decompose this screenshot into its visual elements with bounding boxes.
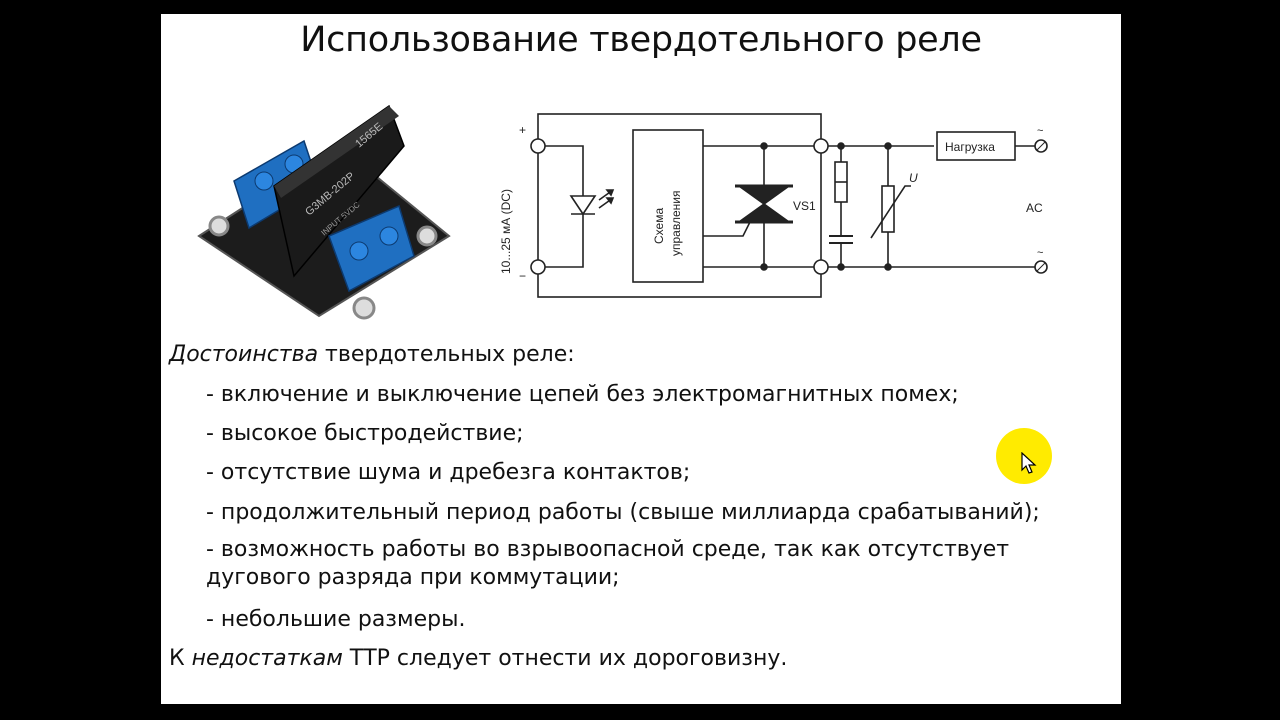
output-terminal-1: [813, 138, 829, 154]
triac-symbol: [736, 185, 792, 205]
disadvantages-emphasis: недостаткам: [191, 646, 343, 671]
input-terminal-minus: [530, 259, 546, 275]
advantage-item: - возможность работы во взрывоопасной ср…: [206, 537, 1010, 590]
advantage-item: - продолжительный период работы (свыше м…: [206, 500, 1040, 525]
advantage-item: - небольшие размеры.: [206, 607, 466, 632]
advantages-heading-rest: твердотельных реле:: [318, 342, 575, 367]
ac-label: AC: [1026, 201, 1043, 215]
advantages-heading: Достоинства твердотельных реле:: [169, 342, 575, 367]
varistor-label: U: [909, 171, 918, 185]
relay-boundary: [537, 113, 822, 298]
minus-sign: −: [519, 269, 526, 283]
ssr-circuit-diagram: + − 10...25 мА (DC) Схема управления VS1: [499, 113, 1048, 298]
control-label-line2: управления: [669, 191, 683, 256]
advantage-item: - высокое быстродействие;: [206, 421, 524, 446]
relay-module-image: G3MB-202P 1565E INPUT 5VDC: [197, 104, 451, 320]
advantages-emphasis: Достоинства: [169, 342, 319, 367]
ac-tilde-2: ~: [1037, 247, 1043, 259]
output-terminal-2: [813, 259, 829, 275]
advantage-item: - включение и выключение цепей без элект…: [206, 382, 959, 407]
triac-label: VS1: [793, 199, 816, 213]
control-label-line1: Схема: [652, 208, 666, 244]
mouse-pointer-icon: [1021, 452, 1037, 474]
disadvantages-line: К недостаткам ТТР следует отнести их дор…: [169, 646, 787, 671]
varistor: [881, 185, 895, 233]
ac-tilde-1: ~: [1037, 125, 1043, 137]
slide: Использование твердотельного реле G3MB-2…: [161, 14, 1121, 704]
plus-sign: +: [519, 123, 526, 137]
input-terminal-plus: [530, 138, 546, 154]
led-symbol: [569, 195, 597, 216]
input-current-label: 10...25 мА (DC): [499, 189, 513, 274]
disadvantages-rest: ТТР следует отнести их дороговизну.: [342, 646, 788, 671]
load-label: Нагрузка: [945, 140, 995, 154]
slide-title: Использование твердотельного реле: [300, 20, 982, 60]
control-circuit-block: [632, 129, 704, 283]
advantage-item: - отсутствие шума и дребезга контактов;: [206, 460, 691, 485]
disadvantages-prefix: К: [169, 646, 192, 671]
